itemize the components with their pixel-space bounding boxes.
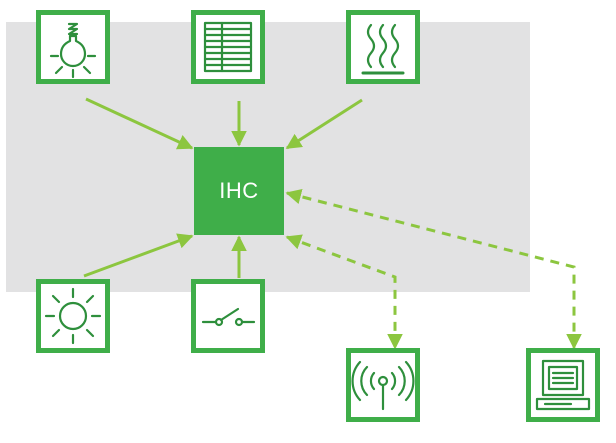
wireless-antenna-icon: [351, 360, 415, 411]
blinds-device: [191, 10, 265, 84]
light-sensor-device: [36, 279, 110, 353]
arrow-lighting-to-hub: [85, 97, 194, 150]
switch-icon: [201, 307, 256, 327]
heating-device: [346, 10, 420, 84]
switch-device: [191, 279, 265, 353]
sun-icon: [44, 287, 102, 345]
hub-label: IHC: [219, 178, 259, 203]
dashed-link-hub-computer: [285, 188, 582, 350]
computer-device: [526, 348, 600, 422]
arrow-sun-to-hub: [83, 233, 194, 278]
lighting-device: [36, 10, 110, 84]
window-blinds-icon: [203, 21, 253, 73]
ihc-controller: IHC: [194, 147, 284, 235]
light-bulb-icon: [49, 22, 97, 79]
arrow-heating-to-hub: [285, 98, 363, 150]
dashed-link-hub-wireless: [285, 234, 403, 350]
computer-icon: [535, 359, 591, 411]
wireless-device: [346, 348, 420, 422]
heating-waves-icon: [361, 23, 405, 75]
